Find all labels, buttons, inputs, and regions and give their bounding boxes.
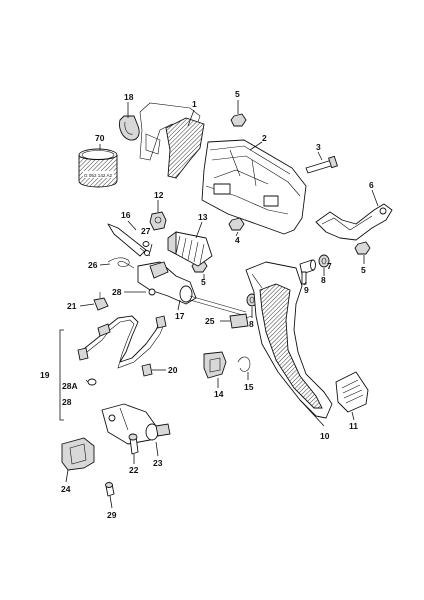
callout-28-bottom: 28 bbox=[62, 397, 72, 407]
callout-21: 21 bbox=[67, 301, 77, 311]
callout-6: 6 bbox=[369, 180, 374, 190]
part-21-fitting bbox=[93, 292, 109, 311]
part-70-ring: G 052 142 A2 bbox=[78, 148, 118, 188]
part-13-boot bbox=[167, 231, 213, 267]
part-17-master-cylinder bbox=[137, 261, 247, 317]
callout-5-right: 5 bbox=[361, 265, 366, 275]
callout-8-right: 8 bbox=[321, 275, 326, 285]
callout-26: 26 bbox=[88, 260, 98, 270]
callout-22: 22 bbox=[129, 465, 139, 475]
leader-lines bbox=[59, 100, 379, 509]
part-14-bracket bbox=[203, 351, 227, 379]
part-27-ring bbox=[142, 241, 150, 247]
part-24-bracket bbox=[61, 437, 95, 471]
callout-3: 3 bbox=[316, 142, 321, 152]
callout-13: 13 bbox=[198, 212, 208, 222]
part-19-clutch-line bbox=[77, 315, 167, 369]
part-11-pedal-pad bbox=[335, 371, 369, 413]
part-15-clip bbox=[237, 356, 251, 372]
callout-11: 11 bbox=[349, 421, 358, 431]
callout-5-middle: 5 bbox=[201, 277, 206, 287]
part-5-nut-right bbox=[354, 241, 371, 255]
callout-2: 2 bbox=[262, 133, 267, 143]
part-16-hose bbox=[107, 223, 151, 257]
callout-28A: 28A bbox=[62, 381, 78, 391]
part-10-pedal-arm bbox=[245, 261, 333, 419]
callout-29: 29 bbox=[107, 510, 117, 520]
callout-4: 4 bbox=[235, 235, 240, 245]
callout-70: 70 bbox=[95, 133, 105, 143]
part-22-bolt bbox=[128, 433, 139, 455]
callout-19: 19 bbox=[40, 370, 50, 380]
part-29-bolt bbox=[105, 482, 115, 497]
callout-25: 25 bbox=[205, 316, 215, 326]
callout-15: 15 bbox=[244, 382, 254, 392]
part-12-cap bbox=[149, 211, 167, 231]
part-26-spring-clip bbox=[107, 257, 135, 269]
callout-23: 23 bbox=[153, 458, 163, 468]
callout-16: 16 bbox=[121, 210, 131, 220]
callout-9: 9 bbox=[304, 285, 309, 295]
part-4-nut bbox=[228, 217, 245, 231]
part-1-pedal-box-cover bbox=[139, 102, 205, 179]
part-8-bushing-right bbox=[318, 254, 330, 268]
callout-12: 12 bbox=[154, 190, 164, 200]
callout-24: 24 bbox=[61, 484, 71, 494]
callout-10: 10 bbox=[320, 431, 330, 441]
part-20-clip bbox=[141, 363, 153, 377]
part-7-spacer bbox=[299, 259, 316, 275]
part-28a-seal bbox=[87, 378, 97, 386]
callout-18: 18 bbox=[124, 92, 134, 102]
part-23-slave-cylinder bbox=[101, 403, 171, 445]
part-3-bolt bbox=[305, 155, 338, 174]
stamp-label: G 052 142 A2 bbox=[84, 173, 113, 178]
part-2-bracket-housing bbox=[201, 139, 307, 235]
part-5-nut-top bbox=[230, 113, 247, 127]
callout-7: 7 bbox=[327, 261, 332, 271]
part-6-lever bbox=[315, 203, 393, 241]
part-9-bolt bbox=[301, 271, 307, 285]
callout-17: 17 bbox=[175, 311, 185, 321]
callout-1: 1 bbox=[192, 99, 197, 109]
callout-5-top: 5 bbox=[235, 89, 240, 99]
part-18-clip bbox=[119, 115, 140, 141]
callout-27: 27 bbox=[141, 226, 151, 236]
part-25-switch bbox=[229, 313, 253, 329]
callout-labels: 18 70 1 5 2 3 6 4 5 5 8 9 7 8 25 17 10 1… bbox=[40, 89, 374, 520]
callout-20: 20 bbox=[168, 365, 178, 375]
callout-14: 14 bbox=[214, 389, 224, 399]
callout-8-left: 8 bbox=[249, 319, 254, 329]
callout-28-top: 28 bbox=[112, 287, 122, 297]
